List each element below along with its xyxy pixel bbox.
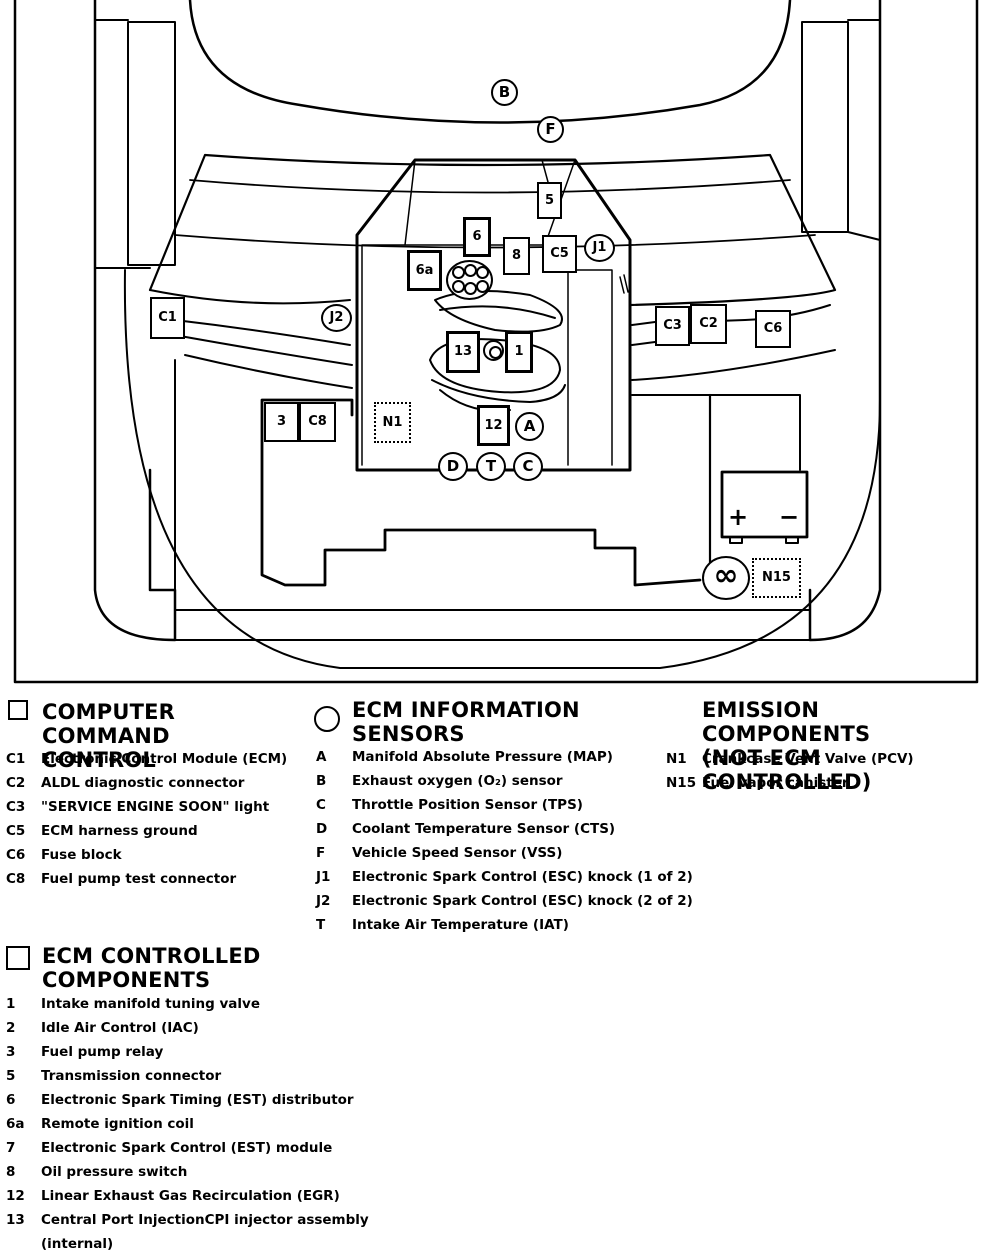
sensor-marker-c: C <box>513 452 543 481</box>
component-box-c8: C8 <box>299 402 336 442</box>
sensor-marker-a: A <box>515 412 544 441</box>
sensor-marker-t: T <box>476 452 506 481</box>
legend-title: ECM INFORMATION <box>352 698 580 722</box>
component-box-n1: N1 <box>374 402 411 443</box>
legend-title-line2: (NOT ECM CONTROLLED) <box>702 746 872 794</box>
legend-title: EMISSION COMPONENTS <box>702 698 871 746</box>
battery: + − <box>720 470 809 544</box>
legend-item: C3"SERVICE ENGINE SOON" light <box>6 799 270 815</box>
legend-title-line2: SENSORS <box>352 722 465 746</box>
sensor-marker-j2: J2 <box>321 304 352 332</box>
component-box-c5: C5 <box>542 235 577 273</box>
sensor-marker-d: D <box>438 452 468 481</box>
svg-text:+: + <box>728 503 748 531</box>
component-box-6a: 6a <box>407 250 442 291</box>
engine-bay-diagram: + − <box>13 0 979 684</box>
distributor-cap <box>446 260 493 300</box>
o2-sensor-symbol <box>483 340 504 361</box>
component-box-c6: C6 <box>755 310 791 348</box>
component-box-c1: C1 <box>150 297 185 339</box>
cowl-arc <box>188 0 792 124</box>
component-box-8: 8 <box>503 237 530 275</box>
component-box-3: 3 <box>264 402 299 442</box>
component-box-1: 1 <box>505 331 533 373</box>
component-box-6: 6 <box>463 217 491 257</box>
legend-title: ECM CONTROLLED <box>42 944 261 968</box>
component-box-13: 13 <box>446 331 480 373</box>
right-fender <box>808 0 882 642</box>
legend-item: (internal) <box>41 1236 114 1252</box>
component-box-c3: C3 <box>655 306 690 346</box>
sensor-marker-b: B <box>491 79 518 106</box>
sensor-marker-j1: J1 <box>584 234 615 262</box>
component-box-5: 5 <box>537 182 562 219</box>
square-legend-icon <box>8 700 28 720</box>
left-fender <box>93 0 177 642</box>
component-box-c2: C2 <box>690 304 727 344</box>
svg-text:−: − <box>779 503 799 531</box>
left-strut-tower <box>127 21 176 266</box>
component-box-12: 12 <box>477 405 510 446</box>
cowl-panel <box>148 153 837 307</box>
component-box-n15: N15 <box>752 558 801 598</box>
canister-symbol: ∞ <box>702 556 750 600</box>
legend-emission: EMISSION COMPONENTS (NOT ECM CONTROLLED)… <box>664 698 984 818</box>
circle-legend-icon <box>314 706 340 732</box>
right-strut-tower <box>801 21 849 233</box>
legend-title: COMPUTER COMMAND <box>42 700 176 748</box>
outer-frame <box>13 0 979 684</box>
sensor-marker-f: F <box>537 116 564 143</box>
square-legend-icon <box>6 946 30 970</box>
legend-title-line2: COMPONENTS <box>42 968 211 992</box>
legend-title-line2: CONTROL <box>42 748 156 772</box>
